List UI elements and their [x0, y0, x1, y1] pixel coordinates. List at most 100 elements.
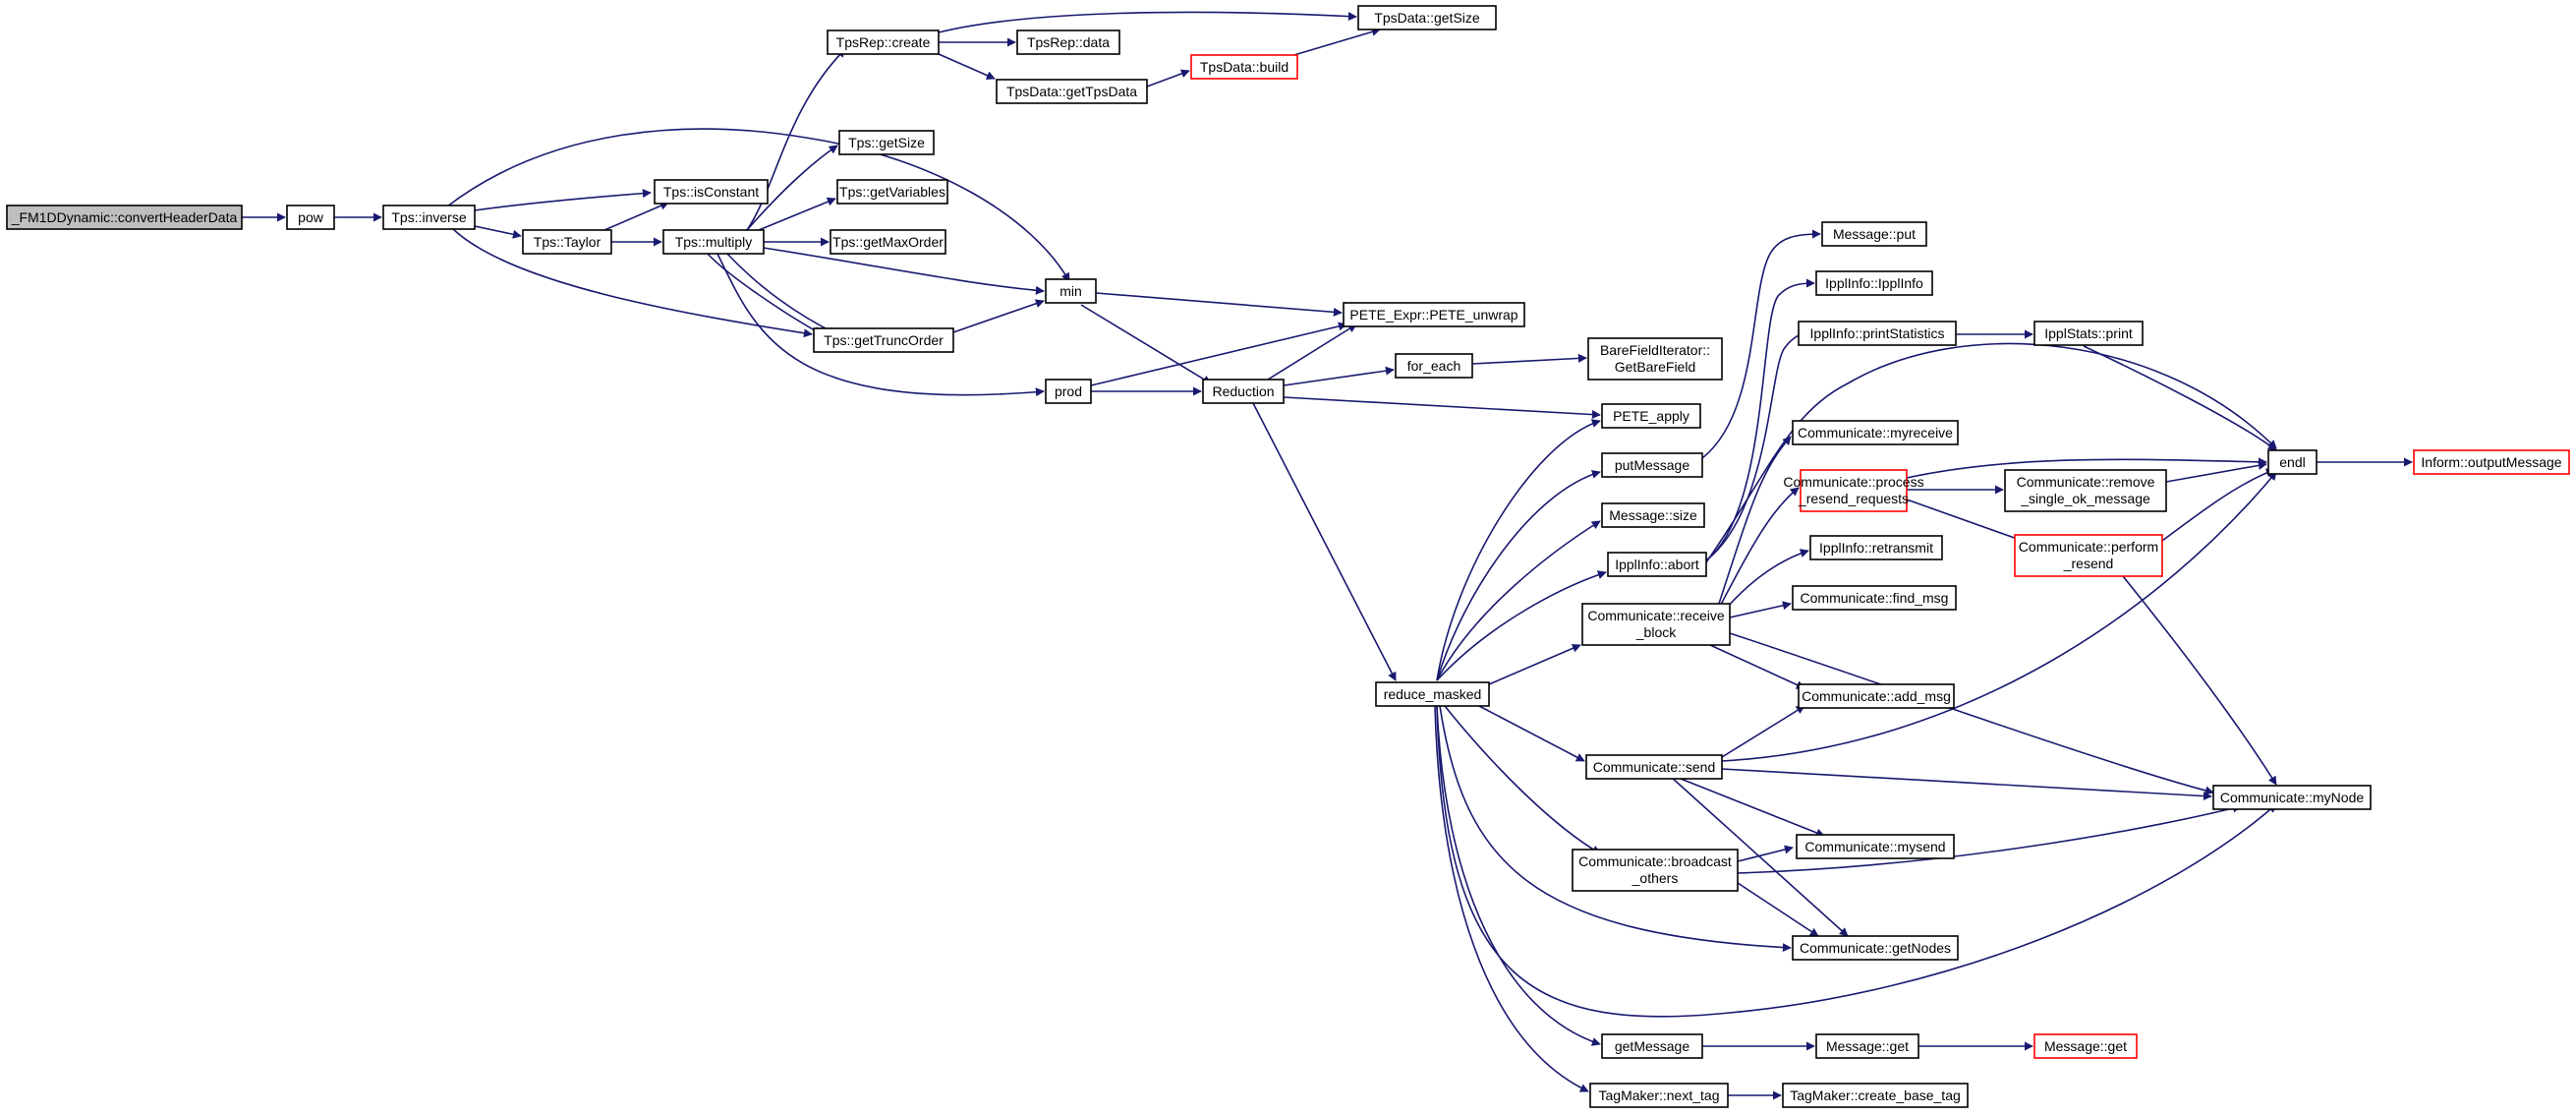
node-tps-getmaxorder[interactable]: Tps::getMaxOrder: [830, 229, 946, 255]
edge-multiply-tpsrepcreate: [746, 48, 846, 231]
node-label: TagMaker::next_tag: [1599, 1087, 1720, 1103]
node-min[interactable]: min: [1045, 278, 1097, 304]
node-comm-add-msg[interactable]: Communicate::add_msg: [1798, 683, 1955, 709]
node-message-put[interactable]: Message::put: [1821, 221, 1927, 247]
node-label: Communicate::getNodes: [1800, 940, 1951, 956]
node-ipplinfo-printstatistics[interactable]: IpplInfo::printStatistics: [1798, 321, 1957, 346]
node-label: Message::put: [1833, 226, 1916, 242]
node-reduction[interactable]: Reduction: [1202, 379, 1285, 404]
node-barefield-getbarefield[interactable]: BareFieldIterator:: GetBareField: [1587, 337, 1723, 381]
edge-min-reduction: [1080, 304, 1212, 384]
node-label: Tps::getMaxOrder: [832, 234, 944, 250]
node-root[interactable]: _FM1DDynamic::convertHeaderData: [6, 205, 243, 230]
node-ipplstats-print[interactable]: IpplStats::print: [2033, 321, 2144, 346]
node-tps-getvariables[interactable]: Tps::getVariables: [836, 179, 948, 205]
edge-perform-endl: [2161, 468, 2275, 542]
node-broadcast-others[interactable]: Communicate::broadcast _others: [1572, 849, 1739, 892]
node-ipplinfo-abort[interactable]: IpplInfo::abort: [1607, 552, 1707, 577]
node-inform-outputmessage[interactable]: Inform::outputMessage: [2413, 449, 2570, 475]
edge-send-addmsg: [1721, 705, 1805, 758]
node-ipplinfo-retransmit[interactable]: IpplInfo::retransmit: [1809, 535, 1943, 560]
node-label-line2: GetBareField: [1615, 359, 1695, 375]
edge-multiply-min: [763, 247, 1045, 295]
node-label: getMessage: [1615, 1038, 1689, 1054]
node-tagmaker-create-base-tag[interactable]: TagMaker::create_base_tag: [1782, 1083, 1969, 1108]
node-label: Tps::inverse: [391, 209, 466, 225]
node-label: putMessage: [1615, 457, 1689, 473]
node-reduce-masked[interactable]: reduce_masked: [1375, 681, 1490, 707]
node-label-line1: Communicate::perform: [2019, 539, 2158, 555]
node-tps-inverse[interactable]: Tps::inverse: [382, 205, 476, 230]
node-label-line2: _others: [1631, 870, 1679, 886]
edge-rm-messagesize: [1436, 520, 1601, 681]
node-tpsrep-create[interactable]: TpsRep::create: [827, 29, 940, 55]
node-comm-find-msg[interactable]: Communicate::find_msg: [1792, 585, 1957, 611]
node-label-line2: _single_ok_message: [2020, 491, 2150, 506]
node-tps-getsize[interactable]: Tps::getSize: [838, 130, 935, 155]
node-label: min: [1059, 283, 1082, 299]
node-label: IpplInfo::IpplInfo: [1825, 275, 1923, 291]
node-label: Communicate::myreceive: [1798, 425, 1953, 441]
node-label: prod: [1055, 383, 1082, 399]
node-label: _FM1DDynamic::convertHeaderData: [11, 209, 238, 225]
node-receive-block[interactable]: Communicate::receive _block: [1581, 603, 1731, 646]
node-process-resend-requests[interactable]: Communicate::process _resend_requests: [1783, 469, 1924, 512]
node-label: IpplInfo::printStatistics: [1810, 325, 1945, 341]
edge-rm-broadcast: [1444, 705, 1601, 854]
node-label: endl: [2279, 454, 2305, 470]
edge-taylor-isconstant: [603, 202, 669, 231]
edges: [242, 11, 2413, 1100]
node-tpsdata-getsize[interactable]: TpsData::getSize: [1357, 5, 1497, 30]
node-label: for_each: [1407, 358, 1460, 374]
node-tps-multiply[interactable]: Tps::multiply: [662, 229, 765, 255]
edge-process-endl: [1906, 457, 2267, 479]
node-label: Communicate::myNode: [2220, 790, 2364, 805]
node-label: TpsRep::data: [1027, 34, 1110, 50]
nodes: _FM1DDynamic::convertHeaderData pow Tps:…: [6, 5, 2570, 1108]
node-tpsrep-data[interactable]: TpsRep::data: [1016, 29, 1120, 55]
node-label: Message::size: [1609, 507, 1697, 523]
node-label: PETE_Expr::PETE_unwrap: [1349, 307, 1517, 323]
node-tpsdata-build[interactable]: TpsData::build: [1190, 54, 1298, 80]
node-comm-mynode[interactable]: Communicate::myNode: [2212, 785, 2372, 810]
node-getmessage[interactable]: getMessage: [1601, 1033, 1703, 1059]
node-pete-apply[interactable]: PETE_apply: [1601, 403, 1701, 429]
node-comm-getnodes[interactable]: Communicate::getNodes: [1792, 935, 1959, 961]
node-pow[interactable]: pow: [286, 205, 335, 230]
node-for-each[interactable]: for_each: [1395, 353, 1473, 379]
node-label-line2: _block: [1635, 624, 1677, 640]
edge-rm-putmessage: [1436, 469, 1601, 681]
node-label-line1: Communicate::remove: [2017, 474, 2155, 490]
node-label: TpsData::getSize: [1374, 10, 1480, 26]
edge-receive-findmsg: [1729, 601, 1792, 618]
edge-rm-peteapply: [1436, 419, 1601, 681]
node-tps-isconstant[interactable]: Tps::isConstant: [654, 179, 769, 205]
node-label: Message::get: [2044, 1038, 2127, 1054]
edge-gettpsdata-build: [1146, 69, 1190, 88]
edge-inverse-isconstant: [474, 189, 652, 211]
node-message-get[interactable]: Message::get: [1815, 1033, 1919, 1059]
node-prod[interactable]: prod: [1045, 379, 1092, 404]
node-tagmaker-next-tag[interactable]: TagMaker::next_tag: [1589, 1083, 1729, 1108]
node-message-get-2[interactable]: Message::get: [2033, 1033, 2138, 1059]
node-ipplinfo-ipplinfo[interactable]: IpplInfo::IpplInfo: [1815, 270, 1933, 296]
node-comm-myreceive[interactable]: Communicate::myreceive: [1792, 420, 1959, 445]
node-comm-send[interactable]: Communicate::send: [1585, 754, 1723, 780]
node-remove-single-ok-message[interactable]: Communicate::remove _single_ok_message: [2004, 469, 2167, 512]
node-message-size[interactable]: Message::size: [1601, 502, 1705, 528]
edge-broadcast-mysend: [1737, 845, 1794, 862]
node-endl[interactable]: endl: [2267, 449, 2318, 475]
edge-build-getsize: [1287, 27, 1381, 58]
node-tpsdata-gettpsdata[interactable]: TpsData::getTpsData: [996, 79, 1148, 104]
node-perform-resend[interactable]: Communicate::perform _resend: [2014, 534, 2163, 577]
node-putmessage[interactable]: putMessage: [1601, 452, 1703, 478]
node-tps-taylor[interactable]: Tps::Taylor: [522, 229, 612, 255]
node-pete-unwrap[interactable]: PETE_Expr::PETE_unwrap: [1343, 302, 1525, 327]
edge-receive-mynode: [1729, 632, 2214, 795]
node-comm-mysend[interactable]: Communicate::mysend: [1796, 834, 1955, 859]
edge-tpsrepcreate-gettpsdata: [938, 53, 996, 80]
node-label-line2: _resend: [2063, 556, 2114, 571]
edge-multiply-gettruncorder: [726, 253, 838, 335]
edge-remove-endl: [2165, 460, 2267, 483]
node-tps-gettruncorder[interactable]: Tps::getTruncOrder: [813, 327, 954, 353]
